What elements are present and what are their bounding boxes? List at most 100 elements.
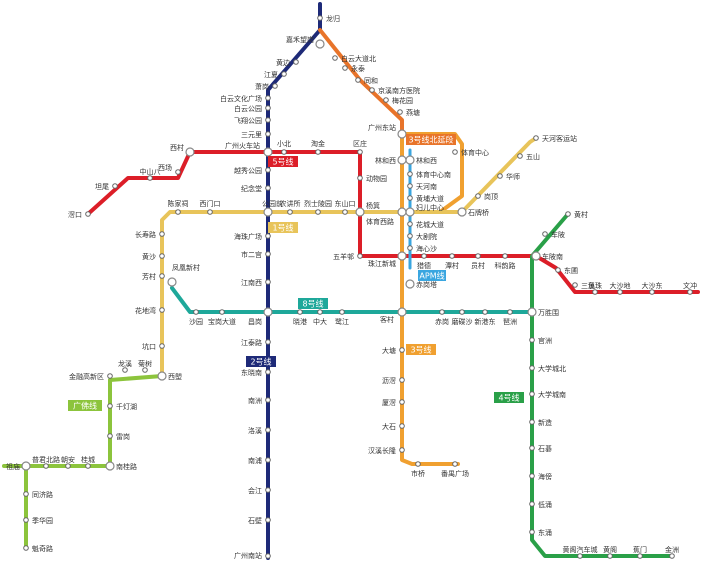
station-baiyunwenhua[interactable] <box>265 95 271 101</box>
station-guicheng[interactable] <box>85 463 91 469</box>
transfer-chigangta[interactable] <box>405 279 415 289</box>
station-kengkou[interactable] <box>159 343 165 349</box>
transfer-fuerzhongxin[interactable] <box>405 207 415 217</box>
station-chepi[interactable] <box>542 231 548 237</box>
station-daxuecheng[interactable] <box>529 365 535 371</box>
station-guanzhou[interactable] <box>529 337 535 343</box>
station-jiangtaid[interactable] <box>265 339 271 345</box>
station-baogang[interactable] <box>219 309 225 315</box>
station-longgui[interactable] <box>317 15 323 21</box>
station-luoxi[interactable] <box>265 427 271 433</box>
station-yuancun[interactable] <box>475 253 481 259</box>
station-dashi[interactable] <box>399 347 405 353</box>
station-shibei[interactable] <box>529 445 535 451</box>
transfer-fenghuang[interactable] <box>167 277 177 287</box>
station-leigang[interactable] <box>107 433 113 439</box>
station-haixinsha[interactable] <box>407 245 413 251</box>
station-hanxi[interactable] <box>399 447 405 453</box>
transfer-changgang[interactable] <box>263 307 273 317</box>
station-yanling[interactable] <box>397 109 403 115</box>
station-zhongshanba[interactable] <box>147 175 153 181</box>
station-huangpudadao[interactable] <box>407 195 413 201</box>
transfer-nanguilu[interactable] <box>105 461 115 471</box>
station-huadiwan[interactable] <box>159 307 165 313</box>
station-fangcun[interactable] <box>159 273 165 279</box>
station-longxi[interactable] <box>122 367 128 373</box>
station-daxuechengnan[interactable] <box>529 391 535 397</box>
station-huashi[interactable] <box>497 173 503 179</box>
station-xingang[interactable] <box>482 309 488 315</box>
transfer-wanshengwei[interactable] <box>527 307 537 317</box>
station-ximenkou[interactable] <box>207 209 213 215</box>
transfer-linhexi[interactable] <box>397 155 407 165</box>
station-lujiang[interactable] <box>339 309 345 315</box>
station-liede[interactable] <box>421 253 427 259</box>
station-xiaobei[interactable] <box>281 149 287 155</box>
transfer-kecun[interactable] <box>397 307 407 317</box>
station-nanpu[interactable] <box>265 457 271 463</box>
station-huanggeqiche[interactable] <box>577 553 583 559</box>
station-jingxi[interactable] <box>369 87 375 93</box>
station-xiaogang[interactable] <box>272 83 278 89</box>
station-nanzhou[interactable] <box>265 397 271 403</box>
station-dongshankou[interactable] <box>342 209 348 215</box>
station-qiandenghu[interactable] <box>107 403 113 409</box>
station-xiajiao[interactable] <box>399 399 405 405</box>
station-dongxiaonan[interactable] <box>265 369 271 375</box>
transfer-guangzhouhuoche[interactable] <box>263 147 273 157</box>
station-pazhou[interactable] <box>507 309 513 315</box>
station-haibang[interactable] <box>529 473 535 479</box>
station-dashadi[interactable] <box>617 289 623 295</box>
station-xichang[interactable] <box>175 169 181 175</box>
transfer-xicun[interactable] <box>185 147 195 157</box>
station-jinzhou[interactable] <box>669 553 675 559</box>
station-zhongda[interactable] <box>317 309 323 315</box>
station-chaoan[interactable] <box>65 463 71 469</box>
station-sanxi[interactable] <box>572 282 578 288</box>
station-tiyuzhongxin[interactable] <box>452 149 458 155</box>
station-tianhe[interactable] <box>533 135 539 141</box>
station-tonghe[interactable] <box>355 77 361 83</box>
station-huijiang[interactable] <box>265 487 271 493</box>
station-changshou[interactable] <box>159 231 165 237</box>
station-kaifa[interactable] <box>107 373 113 379</box>
station-wuyangcun[interactable] <box>357 253 363 259</box>
station-guangzhounan[interactable] <box>265 553 271 559</box>
station-shibi[interactable] <box>265 517 271 523</box>
station-panyu[interactable] <box>452 461 458 467</box>
station-sanyuanli[interactable] <box>265 131 271 137</box>
station-tanwei[interactable] <box>112 183 118 189</box>
station-haizhu[interactable] <box>265 233 271 239</box>
station-huangcun[interactable] <box>565 211 571 217</box>
station-wushan[interactable] <box>517 153 523 159</box>
transfer-chebei[interactable] <box>531 251 541 261</box>
station-jiaomen[interactable] <box>637 553 643 559</box>
station-baiyungongyuan[interactable] <box>265 105 271 111</box>
transfer-shipai[interactable] <box>457 207 467 217</box>
station-pujun[interactable] <box>43 463 49 469</box>
station-tancun[interactable] <box>449 253 455 259</box>
station-dongpu[interactable] <box>555 267 561 273</box>
station-huangbian[interactable] <box>293 59 299 65</box>
station-dongwuyuan[interactable] <box>357 175 363 181</box>
station-gangding[interactable] <box>475 193 481 199</box>
station-lieshi[interactable] <box>315 209 321 215</box>
station-shayuan[interactable] <box>193 309 199 315</box>
station-chigang[interactable] <box>439 309 445 315</box>
station-qujuang[interactable] <box>357 149 363 155</box>
station-yongtai[interactable] <box>342 65 348 71</box>
station-daijuyuan[interactable] <box>407 233 413 239</box>
transfer-yangji[interactable] <box>355 207 365 217</box>
transfer-xilang[interactable] <box>157 371 167 381</box>
station-dixi[interactable] <box>529 501 535 507</box>
station-baiyundadaobei[interactable] <box>332 55 338 61</box>
station-jiangnanxi[interactable] <box>265 279 271 285</box>
transfer-zumiao[interactable] <box>21 461 31 471</box>
station-tongjilu[interactable] <box>23 491 29 497</box>
transfer-gongyuanqian[interactable] <box>263 207 273 217</box>
station-dashi2[interactable] <box>399 423 405 429</box>
station-jiaokou[interactable] <box>85 211 91 217</box>
transfer-jiahewanggang[interactable] <box>315 39 325 49</box>
station-lijiao[interactable] <box>399 377 405 383</box>
transfer-linhe[interactable] <box>405 155 415 165</box>
